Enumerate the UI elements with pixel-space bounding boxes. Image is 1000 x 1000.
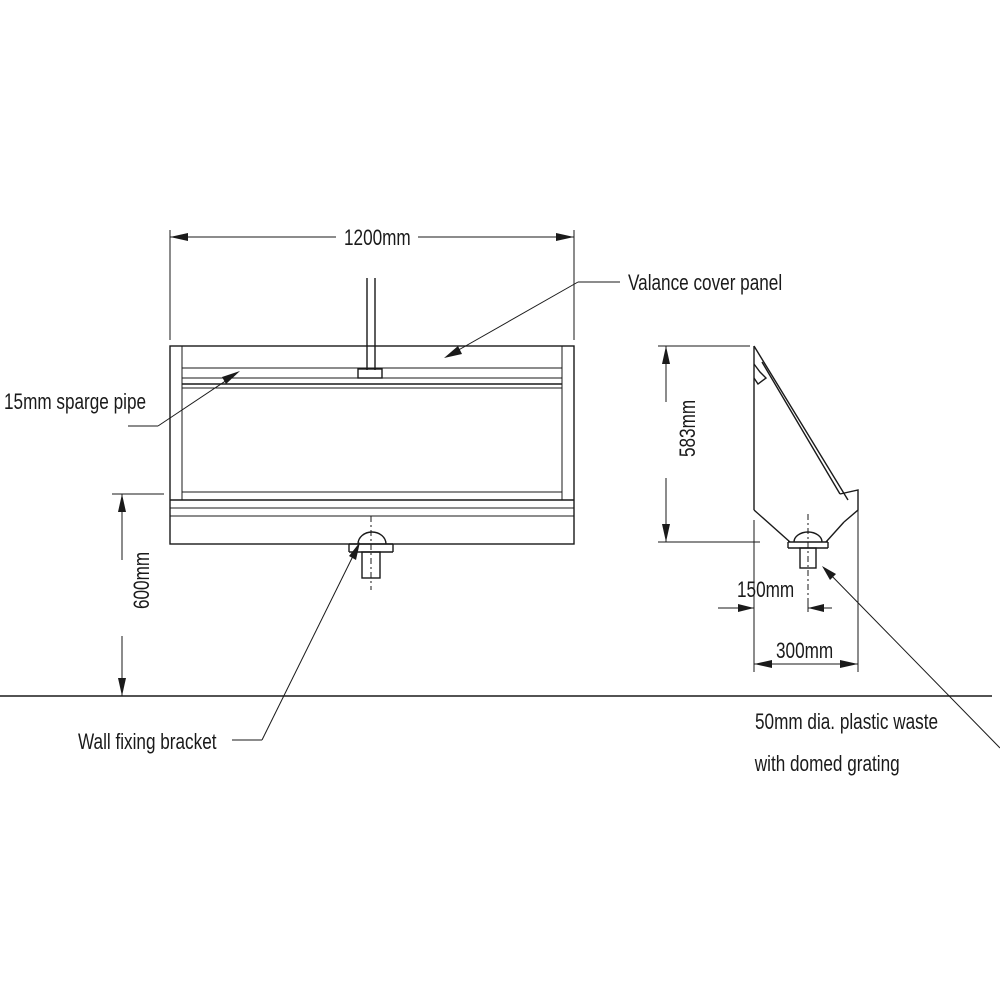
sparge-label: 15mm sparge pipe <box>4 390 146 415</box>
valance-callout: Valance cover panel <box>444 271 782 358</box>
waste-label-line2: with domed grating <box>754 752 900 777</box>
valance-label: Valance cover panel <box>628 271 782 296</box>
bracket-callout: Wall fixing bracket <box>78 542 360 755</box>
side-height-label: 583mm <box>676 400 701 457</box>
sparge-pipe <box>182 377 562 389</box>
depth-dimension: 300mm <box>754 510 859 672</box>
sparge-callout: 15mm sparge pipe <box>4 371 240 427</box>
waste-callout: 50mm dia. plastic waste with domed grati… <box>754 566 1000 777</box>
waste-offset-dimension: 150mm <box>718 520 832 672</box>
side-elevation <box>753 345 859 600</box>
waste-outlet-front <box>348 516 394 590</box>
floor-height-dimension-label: 600mm <box>130 552 155 609</box>
depth-label: 300mm <box>776 639 833 664</box>
waste-label-line1: 50mm dia. plastic waste <box>755 710 938 735</box>
supply-pipe <box>357 278 383 379</box>
waste-offset-label: 150mm <box>737 578 794 603</box>
width-dimension-label: 1200mm <box>344 226 411 251</box>
width-dimension: 1200mm <box>169 226 575 340</box>
bracket-label: Wall fixing bracket <box>78 730 217 755</box>
front-elevation <box>169 278 575 590</box>
floor-height-dimension: 600mm <box>112 493 164 696</box>
side-height-dimension: 583mm <box>658 345 760 543</box>
